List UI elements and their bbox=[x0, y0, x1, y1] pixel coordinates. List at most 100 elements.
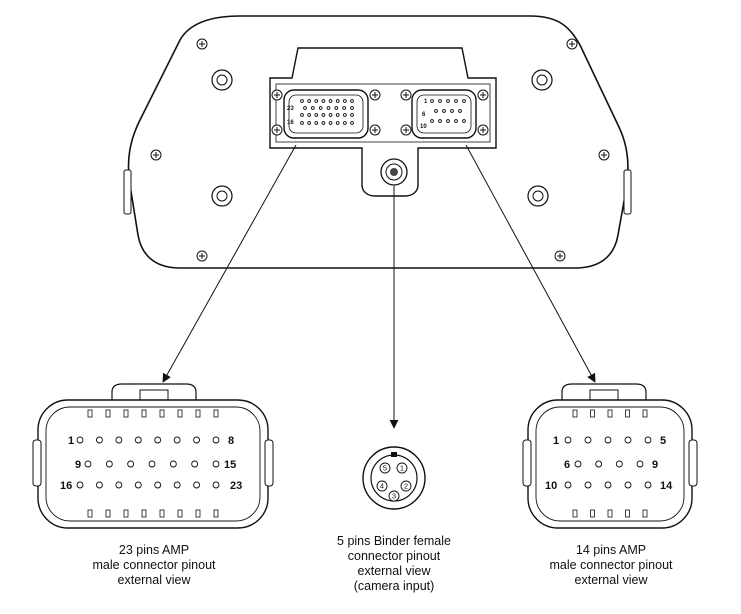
caption-line: male connector pinout bbox=[93, 558, 217, 572]
pin-hole bbox=[328, 121, 333, 125]
screw-icon bbox=[477, 89, 489, 101]
pin-hole bbox=[350, 99, 354, 103]
device-pin-label: 6 bbox=[422, 112, 426, 118]
connector-rib bbox=[625, 409, 630, 418]
pin-hole bbox=[307, 121, 311, 125]
pin-hole bbox=[193, 481, 201, 489]
connector-rib bbox=[123, 509, 129, 518]
connector-rib bbox=[625, 509, 630, 518]
device-connector-23: 23 16 bbox=[271, 89, 381, 139]
pin-hole bbox=[584, 436, 592, 444]
screw-icon bbox=[566, 38, 578, 50]
screw-icon bbox=[271, 124, 283, 136]
pin-hole bbox=[446, 99, 450, 103]
pin-hole bbox=[624, 481, 632, 489]
pin-hole bbox=[454, 119, 458, 123]
pin-hole bbox=[154, 481, 162, 489]
pin-hole bbox=[450, 109, 454, 113]
pin-hole bbox=[105, 460, 113, 468]
pin-hole bbox=[212, 460, 220, 468]
pin-hole bbox=[321, 121, 326, 125]
pin-hole bbox=[462, 119, 466, 123]
caption-14-pin: 14 pins AMP male connector pinout extern… bbox=[550, 543, 674, 587]
pin-hole bbox=[300, 113, 304, 117]
screw-icon bbox=[196, 38, 208, 50]
pin-hole bbox=[321, 113, 326, 117]
pin-label-16: 16 bbox=[60, 480, 72, 492]
binder-pin-4: 4 bbox=[376, 480, 388, 492]
connector-rib bbox=[607, 409, 613, 418]
pin-hole bbox=[442, 109, 446, 113]
pin-hole bbox=[343, 113, 347, 117]
svg-text:2: 2 bbox=[404, 482, 408, 491]
pin-label-9: 9 bbox=[75, 459, 81, 471]
connector-rib bbox=[213, 409, 219, 418]
screw-icon bbox=[598, 149, 610, 161]
pin-hole bbox=[84, 460, 92, 468]
pin-hole bbox=[300, 121, 304, 125]
pin-hole bbox=[335, 113, 340, 117]
svg-text:1: 1 bbox=[400, 464, 404, 473]
screw-icon bbox=[196, 250, 208, 262]
pin-hole bbox=[169, 460, 177, 468]
pin-hole bbox=[300, 99, 304, 103]
pin-hole bbox=[343, 99, 347, 103]
mounting-hole-icon bbox=[211, 185, 233, 207]
pin-hole bbox=[615, 460, 623, 468]
caption-line: 23 pins AMP bbox=[119, 543, 189, 557]
caption-binder: 5 pins Binder female connector pinout ex… bbox=[337, 534, 451, 593]
pin-hole bbox=[434, 109, 438, 113]
pin-hole bbox=[335, 99, 340, 103]
pin-hole bbox=[191, 460, 199, 468]
connector-rib bbox=[213, 509, 219, 518]
connector-rib bbox=[590, 509, 595, 518]
pin-hole bbox=[454, 99, 458, 103]
pin-hole bbox=[564, 436, 572, 444]
pin-hole bbox=[430, 119, 434, 123]
pin-hole bbox=[307, 113, 311, 117]
connector-23-pin-view: 1 8 9 15 16 23 bbox=[32, 383, 274, 529]
connector-rib bbox=[607, 509, 613, 518]
caption-line: external view bbox=[118, 573, 192, 587]
pin-hole bbox=[307, 99, 311, 103]
pin-hole bbox=[342, 106, 347, 110]
connector-14-pin-view: 1 5 6 9 10 14 bbox=[522, 383, 698, 529]
pin-label-1: 1 bbox=[68, 435, 74, 447]
pin-hole bbox=[343, 121, 347, 125]
screw-icon bbox=[400, 89, 412, 101]
pin-hole bbox=[127, 460, 135, 468]
pin-hole bbox=[438, 119, 442, 123]
svg-text:5: 5 bbox=[383, 464, 387, 473]
pin-hole bbox=[584, 481, 592, 489]
svg-text:4: 4 bbox=[380, 482, 384, 491]
pin-hole bbox=[644, 436, 652, 444]
pin-hole bbox=[335, 121, 340, 125]
screw-icon bbox=[271, 89, 283, 101]
pin-hole bbox=[310, 106, 315, 110]
caption-23-pin: 23 pins AMP male connector pinout extern… bbox=[93, 543, 217, 587]
dash-device: 23 16 1 6 10 bbox=[123, 15, 632, 269]
connector-rib bbox=[572, 509, 578, 518]
caption-line: external view bbox=[575, 573, 649, 587]
connector-rib bbox=[195, 409, 201, 418]
device-pin-label: 1 bbox=[424, 99, 428, 105]
caption-line: 14 pins AMP bbox=[576, 543, 646, 557]
pin-label-23: 23 bbox=[230, 480, 242, 492]
pin-hole bbox=[154, 436, 162, 444]
pin-hole bbox=[350, 113, 354, 117]
pin-hole bbox=[318, 106, 323, 110]
connector-rib bbox=[123, 409, 129, 418]
pin-hole bbox=[76, 481, 84, 489]
connector-binder-view: 1 2 3 4 5 bbox=[362, 446, 426, 510]
device-connector-14: 1 6 10 bbox=[400, 89, 489, 139]
connector-rib bbox=[159, 409, 165, 418]
pin-hole bbox=[350, 121, 354, 125]
caption-line: male connector pinout bbox=[550, 558, 674, 572]
pin-label-15: 15 bbox=[224, 459, 236, 471]
svg-text:3: 3 bbox=[392, 492, 396, 501]
connector-rib bbox=[195, 509, 201, 518]
binder-pin-2: 2 bbox=[400, 480, 412, 492]
pin-label-9: 9 bbox=[652, 459, 658, 471]
pin-label-8: 8 bbox=[228, 435, 234, 447]
screw-icon bbox=[400, 124, 412, 136]
